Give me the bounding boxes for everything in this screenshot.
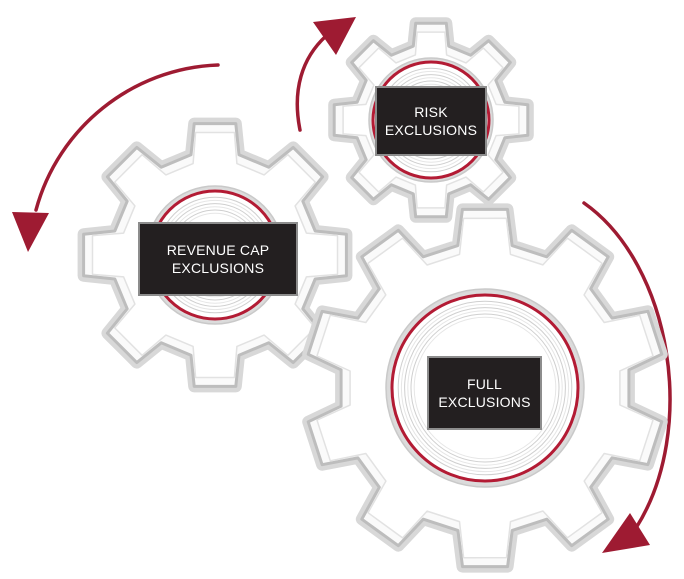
revenue-cap-exclusions-label: REVENUE CAP EXCLUSIONS bbox=[138, 222, 298, 296]
full-exclusions-label: FULL EXCLUSIONS bbox=[427, 356, 542, 430]
revenue-label-line-2: EXCLUSIONS bbox=[171, 260, 265, 276]
risk-label-line-2: EXCLUSIONS bbox=[384, 122, 478, 138]
arrow-top-head-icon bbox=[313, 17, 356, 55]
revenue-label-line-1: REVENUE CAP bbox=[166, 242, 270, 258]
gear-full-groove bbox=[397, 300, 573, 476]
gear-full-groove bbox=[400, 303, 570, 473]
full-label-line-1: FULL bbox=[466, 376, 503, 392]
gear-full-groove bbox=[407, 310, 563, 466]
arrow-left-head-icon bbox=[12, 212, 49, 252]
arrow-right-head-icon bbox=[602, 513, 650, 553]
risk-exclusions-label: RISK EXCLUSIONS bbox=[375, 86, 487, 156]
risk-label-line-1: RISK bbox=[414, 104, 448, 120]
gear-full-groove bbox=[410, 313, 560, 463]
gear-full-groove bbox=[404, 307, 566, 469]
arrow-top-icon bbox=[295, 34, 328, 132]
full-label-line-2: EXCLUSIONS bbox=[438, 394, 531, 410]
gear-full-groove bbox=[413, 316, 557, 460]
arrow-left-icon bbox=[34, 63, 220, 212]
